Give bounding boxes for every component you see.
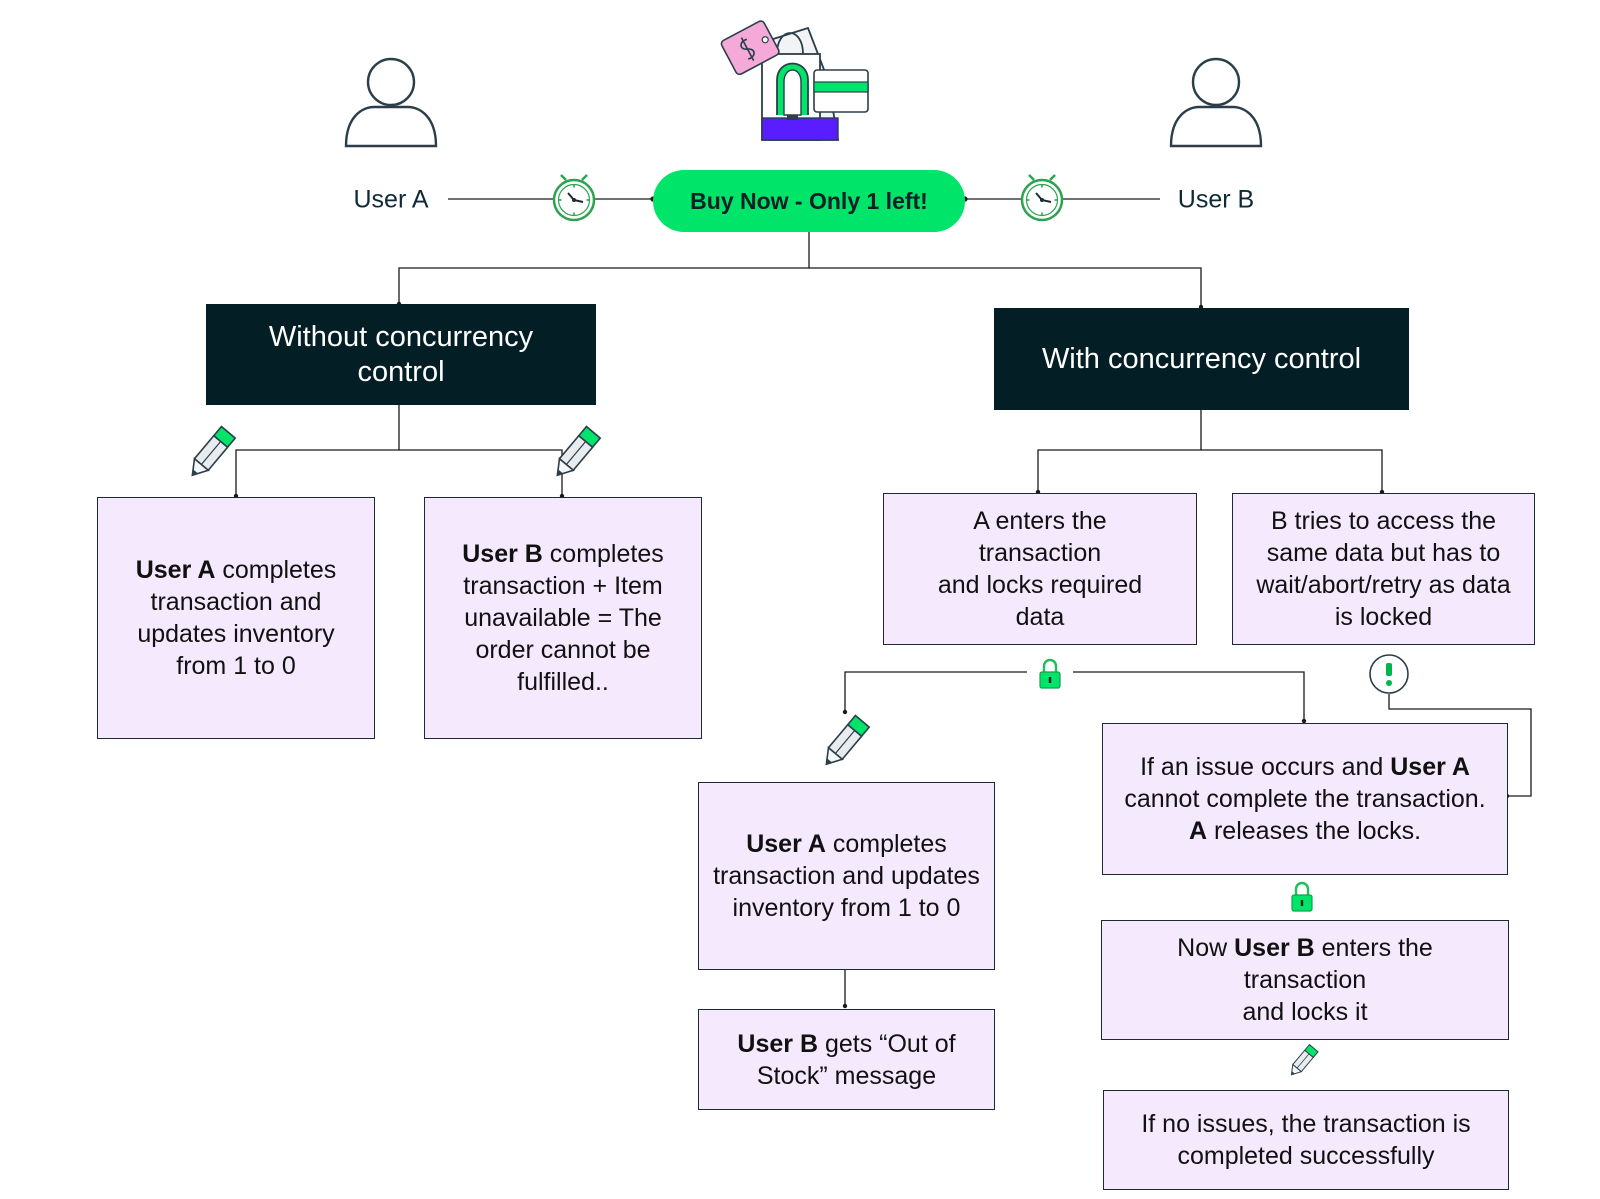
lock-icon — [1038, 658, 1062, 690]
with-concurrency-header: With concurrency control — [994, 308, 1409, 410]
user-icon — [344, 57, 438, 148]
user-a-bold: User A — [746, 830, 826, 858]
a-enters-line4: data — [1015, 603, 1065, 631]
connector-lines — [235, 198, 1532, 1006]
without-user-b-box: User B completes transaction + Item unav… — [424, 497, 702, 739]
a-enters-line1: A enters the — [973, 507, 1107, 535]
out-of-stock-text: gets “Out of Stock” message — [756, 1029, 956, 1090]
pencil-icon — [1286, 1044, 1319, 1079]
user-a-bold: User A — [1390, 753, 1470, 781]
pencil-icon — [818, 714, 871, 771]
issue-text-2: cannot complete the transaction. — [1124, 785, 1486, 813]
clock-icon — [1020, 173, 1064, 222]
pencil-icon — [549, 425, 602, 482]
now-text: Now — [1177, 934, 1235, 962]
now-b-line2: transaction — [1243, 966, 1367, 994]
success-text: If no issues, the transaction is complet… — [1141, 1110, 1471, 1170]
a-bold: A — [1188, 817, 1208, 845]
without-concurrency-header: Without concurrency control — [206, 304, 596, 405]
a-enters-box: A enters the transaction and locks requi… — [883, 493, 1197, 645]
without-b-text: completes transaction + Item unavailable… — [463, 540, 664, 696]
without-a-text: completes transaction and updates invent… — [137, 556, 337, 680]
issue-occurs-box: If an issue occurs and User A cannot com… — [1102, 723, 1508, 875]
issue-text-1: If an issue occurs and — [1140, 753, 1391, 781]
user-b-label: User B — [1177, 185, 1255, 214]
warning-icon — [1369, 654, 1409, 694]
issue-text-3: releases the locks. — [1207, 817, 1422, 845]
shopping-bag-icon — [720, 20, 869, 141]
lock-icon — [1290, 881, 1314, 913]
buy-now-button[interactable]: Buy Now - Only 1 left! — [653, 170, 965, 232]
with-header-label: With concurrency control — [1041, 342, 1362, 375]
user-b-bold: User B — [462, 540, 543, 568]
user-a-bold: User A — [135, 556, 216, 584]
b-tries-text: B tries to access the same data but has … — [1256, 507, 1511, 631]
a-enters-line2: transaction — [978, 539, 1102, 567]
with-a-completes-text: completes transaction and updates invent… — [713, 830, 980, 922]
user-b-bold: User B — [737, 1029, 819, 1058]
clock-icon — [552, 173, 596, 222]
user-icon — [1169, 57, 1263, 148]
enters-text: enters the — [1314, 934, 1433, 962]
without-header-line2: control — [357, 355, 445, 388]
success-box: If no issues, the transaction is complet… — [1103, 1090, 1509, 1190]
without-header-line1: Without concurrency — [268, 320, 534, 353]
b-tries-box: B tries to access the same data but has … — [1232, 493, 1535, 645]
now-user-b-box: Now User B enters the transaction and lo… — [1101, 920, 1509, 1040]
a-enters-line3: and locks required — [937, 571, 1143, 599]
out-of-stock-box: User B gets “Out of Stock” message — [698, 1009, 995, 1110]
pencil-icon — [184, 425, 237, 482]
user-a-label: User A — [353, 185, 429, 214]
with-user-a-completes-box: User A completes transaction and updates… — [698, 782, 995, 970]
user-b-bold: User B — [1234, 934, 1315, 962]
without-user-a-box: User A completes transaction and updates… — [97, 497, 375, 739]
now-b-line3: and locks it — [1242, 998, 1368, 1026]
